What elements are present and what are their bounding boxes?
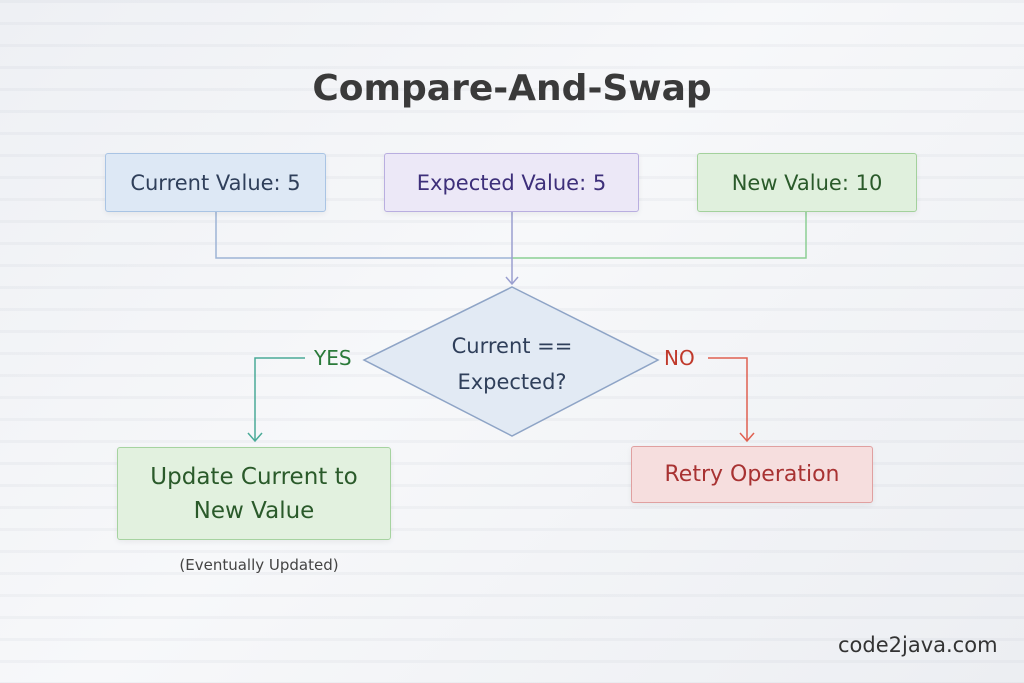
update-line-1: Update Current to (150, 463, 358, 490)
retry-box: Retry Operation (631, 446, 873, 503)
decision-line-2: Expected? (457, 370, 567, 394)
update-box: Update Current to New Value (117, 447, 391, 540)
arrow-head-expected (505, 276, 519, 286)
diagram-title: Compare-And-Swap (312, 68, 712, 109)
update-line-2: New Value (193, 497, 315, 524)
yes-label: YES (314, 346, 352, 370)
connector-no (708, 357, 748, 441)
current-value-label: Current Value: 5 (130, 170, 301, 195)
no-label: NO (664, 346, 695, 370)
arrow-head-no (739, 432, 755, 443)
current-value-box: Current Value: 5 (105, 153, 326, 212)
new-value-box: New Value: 10 (697, 153, 917, 212)
decision-line-1: Current == (451, 334, 573, 358)
decision-text: Current == Expected? (412, 328, 612, 400)
arrow-head-yes (247, 432, 263, 443)
update-note: (Eventually Updated) (179, 556, 339, 574)
watermark: code2java.com (838, 633, 998, 657)
retry-label: Retry Operation (664, 462, 840, 487)
new-value-label: New Value: 10 (731, 170, 883, 195)
expected-value-label: Expected Value: 5 (416, 170, 607, 195)
connector-current (215, 212, 512, 259)
expected-value-box: Expected Value: 5 (384, 153, 639, 212)
decision-diamond (362, 286, 660, 437)
connector-new (512, 212, 807, 259)
connector-yes (254, 357, 305, 441)
